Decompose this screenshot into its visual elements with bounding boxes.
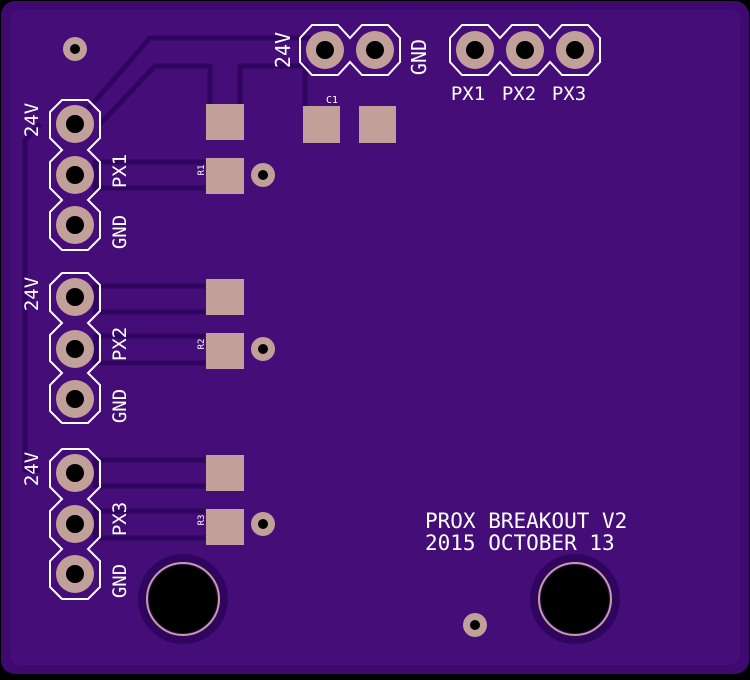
trace-24v-main [73,35,315,126]
pad-r3-bottom [206,509,244,545]
drill-top-24v [316,41,334,59]
label-h3-px3: PX3 [109,502,131,536]
trace-px3-a [92,508,205,525]
pad-c1-a [303,106,340,143]
label-top-24v: 24V [271,32,295,68]
label-top-px3: PX3 [552,83,586,105]
header-top-power: 24V GND [271,24,431,76]
board-title: PROX BREAKOUT V2 [425,509,627,533]
smd-pads [206,104,396,545]
pad-r1-bottom [206,158,244,194]
label-h1-gnd: GND [109,215,131,249]
board-date: 2015 OCTOBER 13 [425,531,615,555]
label-c1: C1 [326,95,338,106]
traces [22,35,315,541]
trace-24v-px2-b [92,296,205,315]
trace-24v-r1 [98,63,213,126]
trace-px2-b [92,348,205,366]
label-h2-24v: 24V [21,277,43,311]
trace-px2-a [92,333,205,350]
label-h2-px2: PX2 [109,327,131,361]
trace-24v-px2 [92,283,205,298]
header-top-signals: PX1 PX2 PX3 [449,24,601,105]
copper-pour [10,10,740,665]
mounting-holes [138,554,620,644]
label-top-px2: PX2 [502,83,536,105]
label-r2: R2 [197,339,207,350]
trace-px1-a [92,159,205,176]
header-left-1: 24V PX1 GND [21,99,131,251]
component-labels: C1 R1 R2 R3 [197,95,338,525]
label-h2-gnd: GND [109,389,131,423]
label-h1-px1: PX1 [109,154,131,188]
header-left-3: 24V PX3 GND [21,448,131,600]
pad-r2-bottom [206,333,244,369]
label-r3: R3 [197,515,207,526]
label-r1: R1 [197,165,207,176]
label-h3-gnd: GND [109,564,131,598]
label-h3-24v: 24V [21,452,43,486]
pad-r2-top [206,279,244,315]
trace-px3-b [92,523,205,541]
vias [63,37,487,637]
trace-24v-bus [22,122,42,473]
label-top-gnd: GND [407,39,431,75]
trace-24v-px3 [92,457,205,474]
pad-r1-top [206,104,244,140]
pad-c1-b [359,106,396,143]
trace-24v-px3-b [92,472,205,489]
header-left-2: 24V PX2 GND [21,272,131,424]
trace-px1-b [92,174,205,191]
label-h1-24v: 24V [21,103,43,137]
label-top-px1: PX1 [451,83,485,105]
pad-r3-top [206,455,244,491]
trace-c1 [237,63,308,106]
drill-top-gnd [366,41,384,59]
